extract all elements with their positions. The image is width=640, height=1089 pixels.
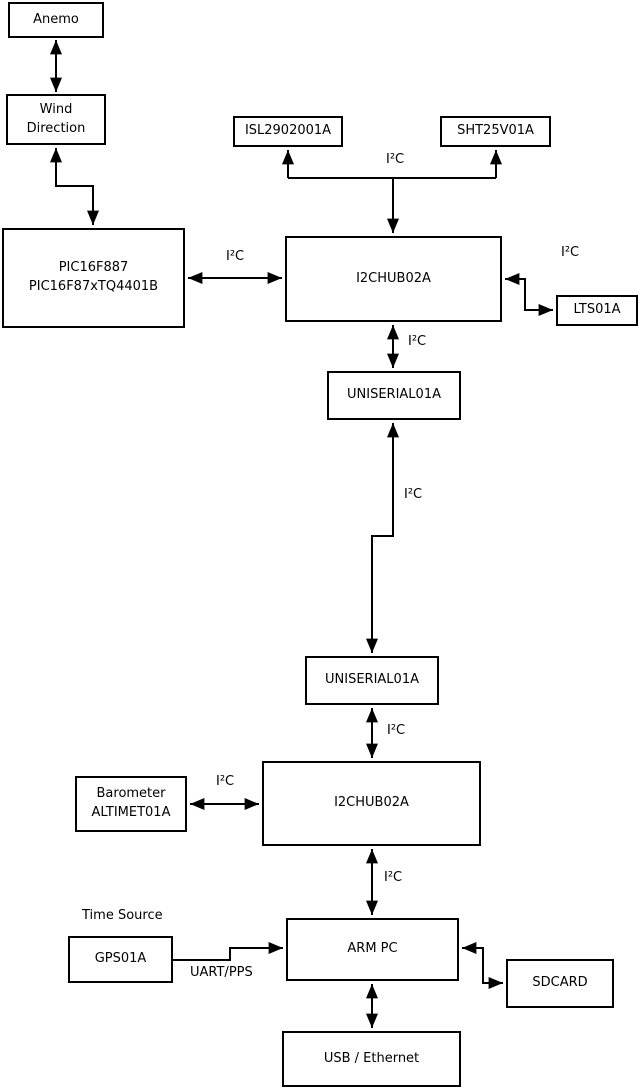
- node-uniserial01a-1: UNISERIAL01A: [327, 371, 461, 420]
- label-i2c-uniserial-link: I²C: [404, 487, 423, 502]
- label-i2c-barometer-hub2: I²C: [216, 774, 235, 789]
- node-sht25v01a: SHT25V01A: [440, 116, 551, 147]
- edge-hub1-sensor-branch: [282, 149, 502, 234]
- label-i2c-pic-hub1: I²C: [226, 249, 245, 264]
- edge-hub1-lts: [505, 273, 553, 316]
- label-i2c-hub2-armpc: I²C: [384, 870, 403, 885]
- node-sdcard: SDCARD: [506, 959, 614, 1008]
- node-barometer-altimet01a: Barometer ALTIMET01A: [75, 776, 187, 832]
- node-gps01a: GPS01A: [68, 936, 173, 983]
- edge-uniserial1-uniserial2: [366, 423, 399, 653]
- edge-armpc-sdcard: [462, 942, 503, 989]
- node-lts01a: LTS01A: [556, 295, 638, 326]
- node-uniserial01a-2: UNISERIAL01A: [305, 656, 439, 705]
- node-anemo: Anemo: [8, 2, 104, 38]
- edge-winddirection-pic: [50, 147, 99, 226]
- node-pic16f887: PIC16F887 PIC16F87xTQ4401B: [2, 228, 185, 328]
- node-isl2902001a: ISL2902001A: [233, 116, 343, 147]
- node-i2chub02a-1: I2CHUB02A: [285, 236, 502, 322]
- label-i2c-uniserial2-hub2: I²C: [387, 723, 406, 738]
- label-time-source: Time Source: [82, 908, 163, 923]
- node-arm-pc: ARM PC: [286, 918, 459, 981]
- label-i2c-hub1-lts: I²C: [561, 245, 580, 260]
- node-wind-direction: Wind Direction: [6, 94, 106, 145]
- node-i2chub02a-2: I2CHUB02A: [262, 761, 481, 846]
- label-i2c-sensor-branch: I²C: [386, 152, 405, 167]
- label-uart-pps: UART/PPS: [190, 965, 253, 980]
- node-usb-ethernet: USB / Ethernet: [282, 1031, 461, 1087]
- edge-gps-armpc: [173, 942, 283, 961]
- label-i2c-hub1-uniserial1: I²C: [408, 334, 427, 349]
